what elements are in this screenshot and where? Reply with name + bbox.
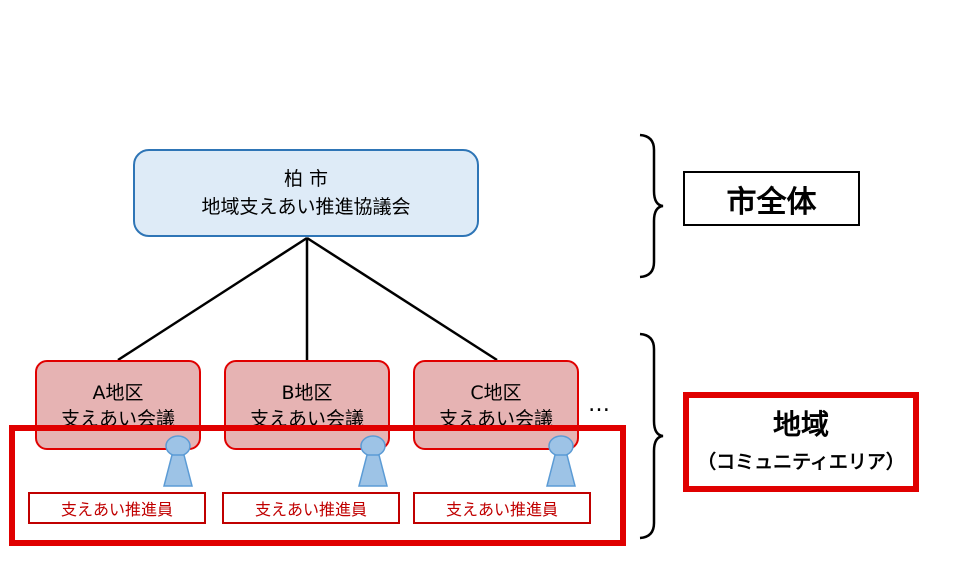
- city-council-name: 柏 市: [283, 168, 329, 190]
- connector-line-c: [306, 236, 498, 362]
- brace-city: [639, 133, 664, 279]
- district-c-box: C地区 支えあい会議: [413, 360, 579, 450]
- district-a-box: A地区 支えあい会議: [35, 360, 201, 450]
- district-a-name: A地区: [92, 382, 144, 404]
- community-area-frame: [9, 425, 626, 546]
- promoter-label-a: 支えあい推進員: [28, 492, 206, 524]
- district-b-name: B地区: [281, 382, 333, 404]
- city-council-box: 柏 市 地域支えあい推進協議会: [133, 149, 479, 237]
- connector-line-a: [117, 236, 308, 362]
- district-b-box: B地区 支えあい会議: [224, 360, 390, 450]
- more-districts-ellipsis: …: [588, 392, 612, 417]
- district-a-meeting: 支えあい会議: [60, 408, 175, 430]
- promoter-label-b: 支えあい推進員: [222, 492, 400, 524]
- brace-region: [639, 332, 664, 540]
- person-icon: [358, 435, 388, 487]
- region-label-box: 地域 （コミュニティエリア）: [683, 392, 919, 492]
- city-council-title: 地域支えあい推進協議会: [201, 196, 411, 218]
- city-whole-label: 市全体: [683, 171, 860, 226]
- district-c-name: C地区: [470, 382, 522, 404]
- district-c-meeting: 支えあい会議: [438, 408, 553, 430]
- promoter-label-c: 支えあい推進員: [413, 492, 591, 524]
- community-area-label: （コミュニティエリア）: [697, 451, 905, 473]
- person-icon: [546, 435, 576, 487]
- district-b-meeting: 支えあい会議: [249, 408, 364, 430]
- person-icon: [163, 435, 193, 487]
- region-label: 地域: [772, 408, 829, 441]
